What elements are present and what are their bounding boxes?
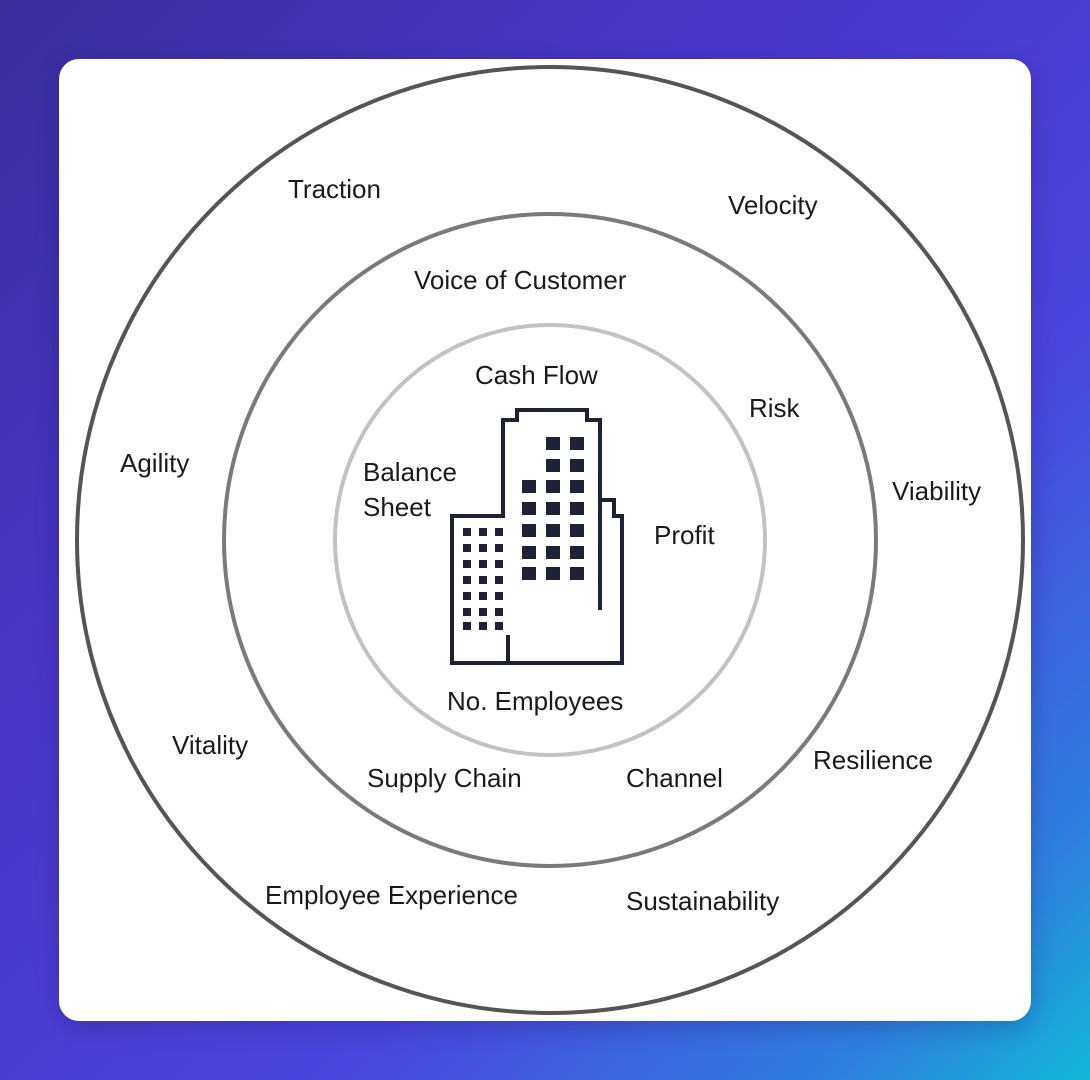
wing-window xyxy=(479,608,487,616)
tower-window xyxy=(546,524,560,537)
outer-label-resilience: Resilience xyxy=(813,745,933,775)
tower-window xyxy=(546,567,560,580)
wing-window xyxy=(495,560,503,568)
tower-window xyxy=(546,480,560,493)
tower-window xyxy=(546,502,560,515)
wing-window xyxy=(495,528,503,536)
middle-label-voice-of-customer: Voice of Customer xyxy=(414,265,627,295)
wing-window xyxy=(463,560,471,568)
wing-window xyxy=(479,576,487,584)
outer-label-traction: Traction xyxy=(288,174,381,204)
tower-window xyxy=(570,459,584,472)
tower-window xyxy=(522,502,536,515)
outer-label-velocity: Velocity xyxy=(728,190,818,220)
tower-window xyxy=(570,567,584,580)
wing-window xyxy=(479,544,487,552)
inner-circle xyxy=(333,323,767,757)
wing-window xyxy=(463,608,471,616)
wing-window xyxy=(479,528,487,536)
wing-window xyxy=(495,608,503,616)
wing-window xyxy=(479,560,487,568)
outer-label-vitality: Vitality xyxy=(172,730,249,760)
outer-label-viability: Viability xyxy=(892,476,982,506)
wing-window xyxy=(463,528,471,536)
inner-label-no-employees: No. Employees xyxy=(447,686,624,716)
tower-window xyxy=(570,502,584,515)
wing-window xyxy=(463,622,471,630)
inner-label-cash-flow: Cash Flow xyxy=(475,360,598,390)
inner-label-balance-sheet: Balance Sheet xyxy=(363,457,457,522)
wing-window xyxy=(463,576,471,584)
inner-label-profit: Profit xyxy=(654,520,715,550)
wing-window xyxy=(495,622,503,630)
tower-window xyxy=(522,546,536,559)
wing-window xyxy=(495,576,503,584)
wing-window xyxy=(463,544,471,552)
wing-window xyxy=(495,592,503,600)
wing-window xyxy=(479,622,487,630)
tower-window xyxy=(546,437,560,450)
wing-window xyxy=(495,544,503,552)
tower-window xyxy=(546,459,560,472)
office-building-icon xyxy=(450,408,624,665)
outer-circle xyxy=(75,65,1025,1015)
tower-window xyxy=(522,567,536,580)
tower-window xyxy=(570,524,584,537)
middle-label-supply-chain: Supply Chain xyxy=(367,763,522,793)
diagram-card xyxy=(59,59,1031,1021)
middle-label-risk: Risk xyxy=(749,393,800,423)
tower-window xyxy=(522,524,536,537)
wing-window xyxy=(479,592,487,600)
tower-window xyxy=(522,480,536,493)
middle-label-channel: Channel xyxy=(626,763,723,793)
outer-label-agility: Agility xyxy=(120,448,190,478)
tower-window xyxy=(570,437,584,450)
outer-label-employee-experience: Employee Experience xyxy=(265,880,518,910)
tower-window xyxy=(570,546,584,559)
wing-window xyxy=(463,592,471,600)
middle-circle xyxy=(222,212,878,868)
tower-window xyxy=(546,546,560,559)
tower-window xyxy=(570,480,584,493)
outer-label-sustainability: Sustainability xyxy=(626,886,780,916)
